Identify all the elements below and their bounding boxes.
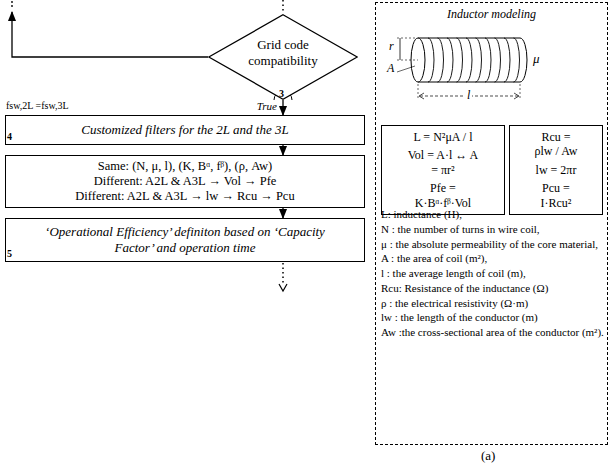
node-text: Different: A2L & A3L → Vol → Pfe xyxy=(94,174,277,189)
dimension-label: r xyxy=(389,40,394,54)
dimension-extension xyxy=(418,84,419,100)
definition-text: A : the area of coil (m²), xyxy=(381,252,605,266)
node-text: Same: (N, μ, l), (K, Bᵅ, fᵝ), (ρ, Aw) xyxy=(98,159,272,174)
node-text: ‘Operational Efficiency’ definiton based… xyxy=(28,224,342,255)
leader-line xyxy=(397,66,415,72)
coil-winding xyxy=(495,38,501,82)
diamond-shape xyxy=(209,15,357,99)
process-box: Same: (N, μ, l), (K, Bᵅ, fᵝ), (ρ, Aw)Dif… xyxy=(5,155,365,208)
continuation-dot xyxy=(11,5,13,7)
dimension-label: l xyxy=(465,89,472,103)
coil-winding xyxy=(504,38,510,82)
continuation-dot xyxy=(11,1,13,3)
definition-list: L: inductance (H),N : the number of turn… xyxy=(381,208,605,341)
panel-title: Inductor modeling xyxy=(376,7,607,21)
definition-text: lw : the length of the conductor (m) xyxy=(381,311,605,325)
flow-arrow xyxy=(282,100,283,115)
formula-box: Rcu = ρlw / Aw lw = 2πrPcu = I·Rcu² xyxy=(509,125,603,215)
definition-text: l : the average length of coil (m), xyxy=(381,267,605,281)
definition-text: Aw :the cross-sectional area of the cond… xyxy=(381,326,605,340)
callout-number: 5 xyxy=(7,248,12,260)
loop-back-arrow xyxy=(12,12,208,57)
definition-text: Rcu: Resistance of the inductance (Ω) xyxy=(381,282,605,296)
process-box: Customized filters for the 2L and the 3L xyxy=(5,115,365,145)
dimension-extension xyxy=(520,84,521,100)
definition-text: L: inductance (H), xyxy=(381,208,605,222)
formula-text: Pfe = K·Bᵅ·fᵝ·Vol xyxy=(404,181,482,210)
coil-winding xyxy=(514,38,520,82)
dotted-continuation xyxy=(282,263,284,285)
dotted-continuation xyxy=(282,0,284,13)
callout-number: 4 xyxy=(7,131,12,143)
definition-text: ρ : the electrical resistivity (Ω·m) xyxy=(381,297,605,311)
formula-box: L = N²μA / l Vol = A·l ↔ A = πr² Pfe = K·B… xyxy=(381,125,505,215)
coil-winding xyxy=(476,38,482,82)
formula-text: Rcu = ρlw / Aw xyxy=(532,130,580,159)
continuation-arrowhead xyxy=(279,284,287,291)
dimension-extension xyxy=(397,38,416,39)
coil-windings xyxy=(428,38,520,82)
definition-text: N : the number of turns in wire coil, xyxy=(381,223,605,237)
flow-arrow xyxy=(282,208,283,218)
dimension-label: A xyxy=(387,62,394,76)
decision-diamond: Grid code compatibility xyxy=(208,14,358,100)
callout-number: 3 xyxy=(279,88,284,100)
formula-text: Vol = A·l ↔ A = πr² xyxy=(404,148,482,177)
node-text: Customized filters for the 2L and the 3L xyxy=(81,122,288,138)
coil-winding xyxy=(428,38,434,82)
node-text: Different: A2L & A3L → lw → Rcu → Pcu xyxy=(75,189,294,204)
coil-winding xyxy=(438,38,444,82)
coil-winding xyxy=(466,38,472,82)
formula-text: lw = 2πr xyxy=(536,163,577,177)
dimension-extension xyxy=(397,60,418,61)
coil-winding xyxy=(457,38,463,82)
coil-winding xyxy=(485,38,491,82)
material-label: μ xyxy=(533,52,540,67)
formula-text: L = N²μA / l xyxy=(413,130,472,144)
coil-winding xyxy=(447,38,453,82)
caption: (a) xyxy=(481,449,495,464)
radius-dimension xyxy=(400,38,401,60)
inductor-coil xyxy=(397,38,527,100)
edge-label: True xyxy=(213,100,277,113)
coil-outline xyxy=(520,38,527,82)
condition-label: fsw,2L =fsw,3L xyxy=(6,100,69,112)
formula-text: Pcu = I·Rcu² xyxy=(532,181,580,210)
process-box: ‘Operational Efficiency’ definiton based… xyxy=(5,218,365,262)
node-text: Grid code compatibility xyxy=(244,37,322,68)
definition-text: μ : the absolute permeability of the cor… xyxy=(381,238,605,252)
flow-arrow xyxy=(282,145,283,155)
